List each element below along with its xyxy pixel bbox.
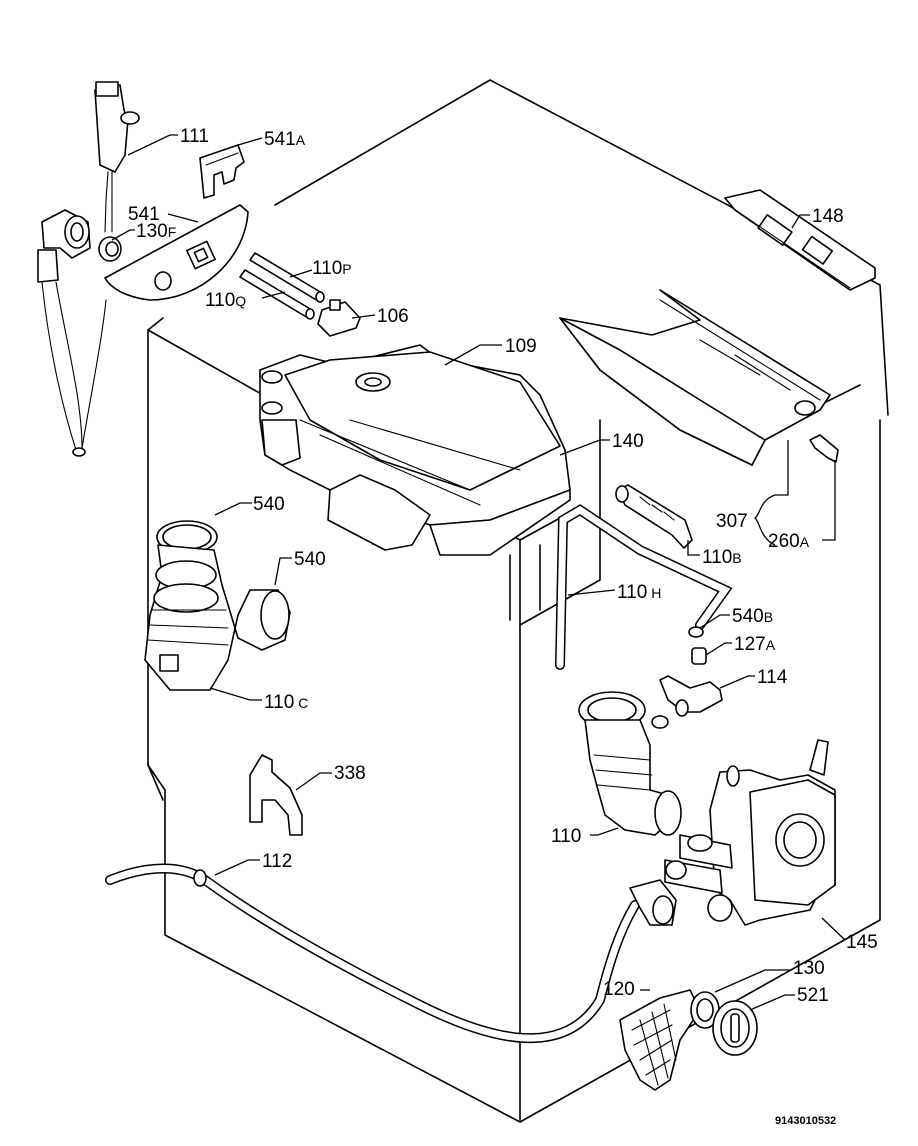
label-540-side: 540 (294, 549, 326, 570)
pipe-110h (555, 504, 733, 670)
drain-hose-112 (105, 863, 677, 1044)
sump-bellows-110 (578, 691, 682, 836)
seal-130 (690, 991, 720, 1029)
inlet-hose-111 (94, 81, 140, 233)
label-110b: 110B (702, 547, 742, 568)
part-labels: 111 541A 541 130F 110P 110Q 106 109 148 … (128, 126, 878, 1127)
label-140: 140 (612, 431, 644, 452)
label-260a: 260A (768, 531, 810, 552)
label-110: 110 (551, 826, 581, 847)
label-145: 145 (846, 932, 878, 953)
cap-521 (712, 1000, 758, 1056)
plate-541 (104, 204, 249, 301)
label-307: 307 (716, 511, 748, 532)
label-130f: 130F (136, 221, 176, 242)
pressure-bracket-114 (659, 675, 723, 717)
leader-lines (111, 134, 846, 1011)
label-541a: 541A (264, 129, 306, 150)
label-112: 112 (262, 851, 292, 872)
dispenser-housing-109 (259, 344, 571, 556)
label-540b: 540B (732, 606, 773, 627)
clip-260a (809, 434, 839, 463)
ring-130f (98, 236, 122, 262)
label-148: 148 (812, 206, 844, 227)
label-114: 114 (757, 667, 788, 688)
label-521: 521 (797, 985, 829, 1006)
label-541: 541 (128, 204, 160, 225)
inlet-elbow-hose (37, 209, 107, 457)
label-111: 111 (180, 126, 209, 147)
bellows-110c (144, 520, 291, 691)
drawer-handle-148 (724, 189, 876, 291)
bracket-338 (249, 754, 303, 836)
valve-106 (317, 299, 361, 337)
pump-housing-145 (664, 739, 836, 926)
filter-120 (619, 989, 701, 1091)
drawing-code: 9143010532 (775, 1115, 836, 1127)
label-338: 338 (334, 763, 366, 784)
drawer-body-307 (559, 289, 831, 466)
label-106: 106 (377, 306, 409, 327)
clip-541a (199, 144, 245, 199)
hose-110b (615, 484, 693, 549)
label-110p: 110P (312, 258, 352, 279)
label-130: 130 (793, 958, 825, 979)
label-127a: 127A (734, 634, 776, 655)
clamp-540b (688, 626, 704, 638)
label-110q: 110Q (205, 290, 246, 311)
label-540-top: 540 (253, 494, 285, 515)
label-109: 109 (505, 336, 537, 357)
coupling-127a (691, 647, 707, 665)
label-120: 120 (603, 979, 635, 1000)
